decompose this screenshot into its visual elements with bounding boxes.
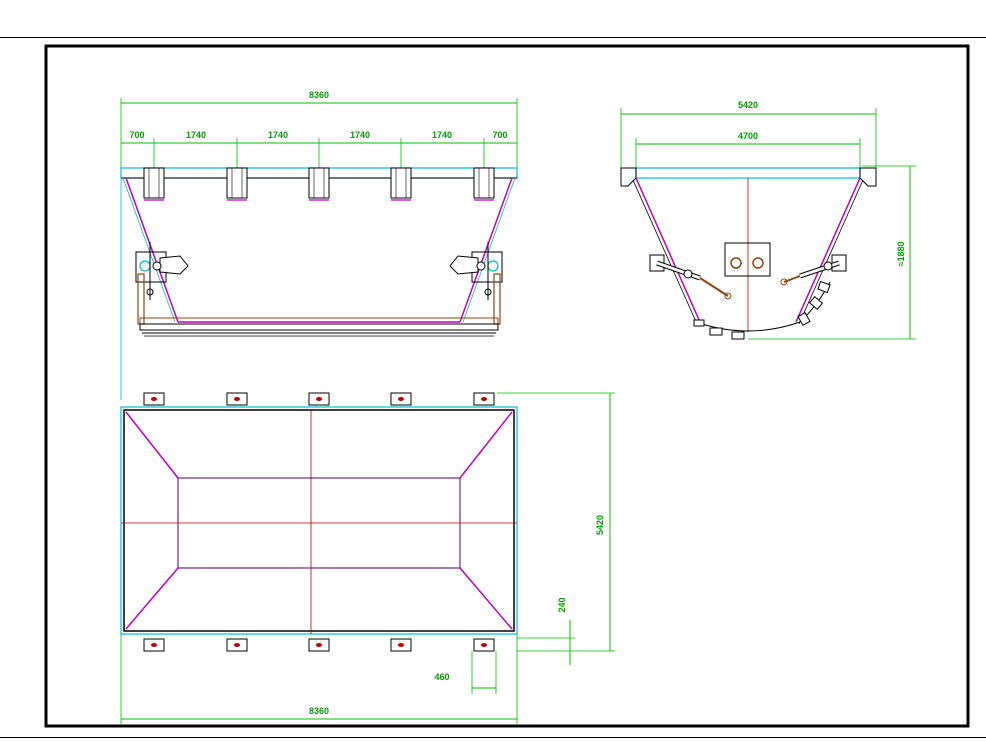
plan-view: 5420 240 460 8360 (120, 392, 615, 725)
plan-depth: 5420 (595, 515, 605, 535)
front-view: 8360 700 1740 1740 1740 1740 700 (120, 90, 518, 400)
front-segment-4: 1740 (350, 130, 370, 140)
plan-bottom-lugs (143, 638, 495, 652)
plan-lug-offset: 240 (557, 597, 567, 612)
plan-width: 8360 (309, 706, 329, 716)
side-top-width: 5420 (738, 100, 758, 110)
drawing-frame (44, 44, 970, 728)
side-height: ≈1880 (896, 242, 906, 267)
side-right-cylinder (780, 254, 847, 286)
front-segment-3: 1740 (268, 130, 288, 140)
front-segment-5: 1740 (432, 130, 452, 140)
front-bottom-beam (139, 317, 499, 337)
front-right-hinge (449, 242, 503, 325)
front-segment-2: 1740 (186, 130, 206, 140)
side-teeth (693, 280, 831, 340)
front-left-hinge (135, 242, 189, 325)
plan-lug-width: 460 (434, 672, 449, 682)
front-lifting-lugs (143, 167, 495, 199)
side-view: 5420 4700 (620, 100, 916, 340)
front-overall-width: 8360 (309, 90, 329, 100)
front-segment-1: 700 (129, 130, 144, 140)
side-inner-width: 4700 (738, 131, 758, 141)
front-segment-6: 700 (492, 130, 507, 140)
side-left-cylinder (649, 254, 732, 300)
